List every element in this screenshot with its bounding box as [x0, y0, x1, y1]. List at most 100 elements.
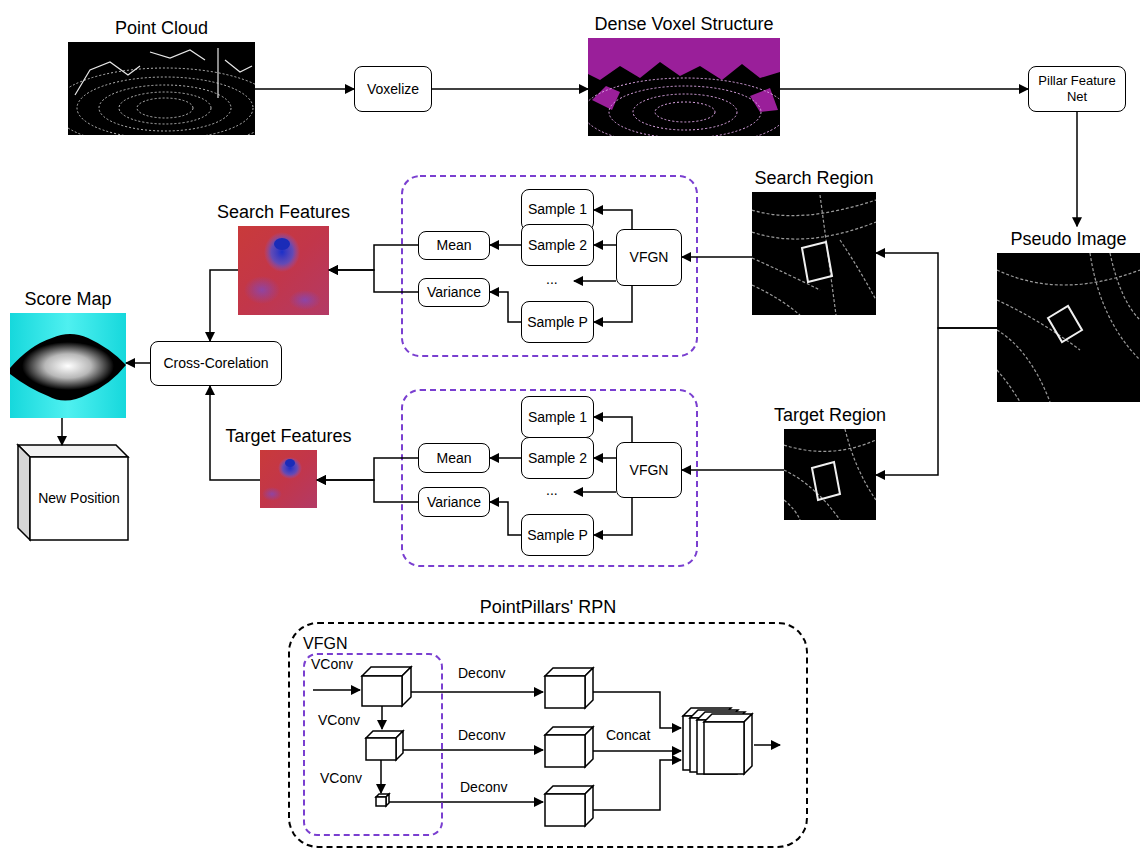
image-panel: Score Map	[10, 313, 126, 418]
feature-cubes	[362, 667, 752, 826]
sample-arrow	[574, 491, 616, 493]
flow-arrow	[317, 458, 418, 480]
illustration-shape	[545, 668, 593, 676]
annotation-label: VConv	[318, 712, 360, 728]
annotation-label: ...	[546, 482, 558, 498]
flow-arrow	[490, 292, 521, 322]
network-group: PointPillars' RPNVFGN	[288, 622, 808, 848]
illustration-shape	[362, 676, 402, 706]
illustration-shape	[655, 102, 715, 122]
illustration-shape	[362, 667, 411, 676]
annotation-label: Deconv	[458, 665, 505, 681]
node-title: Target Region	[774, 405, 886, 426]
search-features-image	[238, 226, 329, 315]
illustration-shape	[68, 42, 255, 135]
illustration-shape	[585, 727, 593, 767]
illustration-shape	[545, 727, 593, 735]
illustration-shape	[366, 731, 403, 738]
process-box: Voxelize	[354, 66, 432, 112]
flow-arrow	[490, 502, 521, 535]
illustration-shape	[997, 300, 1080, 350]
target-region-image	[784, 429, 876, 520]
illustration-shape	[704, 722, 744, 774]
image-panel: Dense Voxel Structure	[588, 38, 780, 136]
image-panel: Search Features	[238, 226, 329, 315]
illustration-shape	[840, 240, 876, 300]
illustration-shape	[119, 92, 211, 124]
illustration-shape	[274, 238, 290, 250]
illustration-shape	[585, 668, 593, 708]
box-label: VFGN	[630, 249, 669, 266]
illustration-shape	[752, 195, 876, 315]
illustration-shape	[545, 735, 585, 767]
illustration-shape	[68, 68, 255, 135]
illustration-shape	[545, 676, 585, 708]
sampling-group	[402, 390, 697, 566]
illustration-shape	[752, 200, 876, 216]
illustration-shape	[697, 720, 737, 774]
illustration-shape	[588, 78, 780, 136]
image-panel: Search Region	[752, 192, 876, 315]
annotation-label: VConv	[311, 656, 353, 672]
illustration-shape	[588, 78, 780, 136]
illustration-shape	[690, 718, 730, 772]
illustration-shape	[18, 445, 128, 457]
sampling-group	[402, 176, 697, 356]
node-title: Target Features	[225, 426, 351, 447]
illustration-shape	[10, 313, 126, 418]
flow-arrow	[594, 286, 632, 322]
illustration-shape	[381, 706, 383, 729]
flow-arrow	[329, 270, 418, 292]
pseudo-image	[997, 253, 1140, 402]
illustration-shape	[278, 457, 302, 479]
box-label: Variance	[427, 494, 481, 511]
image-panel: Point Cloud	[68, 42, 255, 135]
image-panel: Pseudo Image	[997, 253, 1140, 402]
illustration-shape	[143, 100, 187, 116]
flow-arrow	[594, 210, 632, 229]
flow-arrow	[490, 244, 521, 246]
annotation-label: Deconv	[458, 727, 505, 743]
node-title: Pseudo Image	[1010, 229, 1126, 250]
illustration-shape	[545, 786, 593, 794]
flow-arrow	[876, 328, 997, 475]
illustration-shape	[1090, 253, 1140, 360]
flow-arrow	[210, 270, 238, 341]
illustration-shape	[812, 462, 840, 500]
illustration-shape	[225, 60, 252, 72]
illustration-shape	[289, 290, 321, 310]
node-title: Search Features	[217, 202, 350, 223]
illustration-shape	[593, 760, 681, 810]
illustration-shape	[784, 429, 876, 520]
illustration-shape	[784, 470, 840, 520]
illustration-shape	[592, 86, 620, 110]
illustration-shape	[752, 192, 876, 315]
box-label: Voxelize	[367, 81, 419, 98]
illustration-shape	[744, 714, 752, 774]
illustration-shape	[820, 195, 836, 315]
output-box: New Position	[18, 445, 128, 540]
illustration-shape	[99, 85, 231, 131]
illustration-shape	[376, 794, 389, 797]
flow-arrow	[876, 253, 997, 328]
illustration-shape	[313, 689, 360, 691]
illustration-shape	[683, 716, 723, 770]
annotation-label: VConv	[320, 770, 362, 786]
illustration-shape	[845, 429, 876, 500]
node-title: Score Map	[24, 289, 111, 310]
illustration-shape	[10, 334, 126, 401]
illustration-shape	[750, 88, 778, 112]
annotation-label: ...	[546, 271, 558, 287]
box-label: Sample 2	[528, 450, 587, 467]
process-box: Mean	[418, 443, 490, 473]
illustration-shape	[997, 370, 1020, 402]
illustration-shape	[150, 50, 205, 60]
process-box: Cross-Corelation	[150, 341, 282, 386]
node-title: Point Cloud	[115, 18, 208, 39]
output-cube	[18, 445, 128, 540]
illustration-shape	[264, 232, 300, 272]
flow-arrow	[255, 88, 354, 90]
illustration-shape	[18, 445, 30, 540]
illustration-shape	[585, 786, 593, 826]
process-box: Variance	[418, 278, 490, 307]
